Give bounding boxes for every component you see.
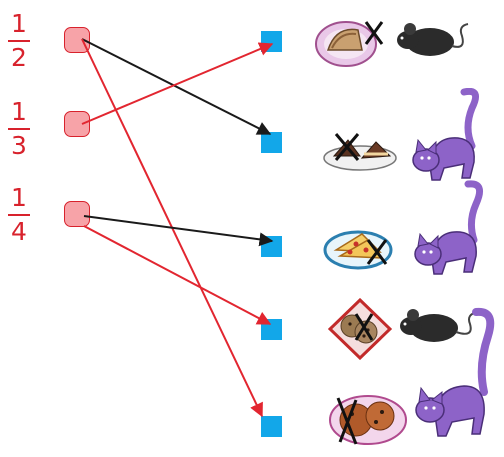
fraction-bar: [8, 40, 30, 42]
cat-icon: [414, 180, 484, 275]
cookies-plate-icon: [328, 298, 392, 360]
source-box-one-third[interactable]: [64, 111, 90, 137]
pie-plate-icon: [315, 21, 384, 67]
cat-icon: [415, 307, 495, 437]
target-box-row-2[interactable]: [261, 132, 282, 153]
pizza-plate-icon: [323, 230, 393, 270]
fraction-denominator: 4: [11, 217, 27, 246]
cookies-plate-icon: [329, 395, 407, 445]
fraction-one-quarter: 1 4: [2, 184, 36, 246]
cat-icon: [412, 88, 480, 181]
fraction-numerator: 1: [11, 183, 27, 212]
target-box-row-5[interactable]: [261, 416, 282, 437]
mouse-icon: [400, 309, 479, 342]
mouse-icon: [397, 23, 469, 56]
source-box-one-quarter[interactable]: [64, 201, 90, 227]
arrow-quarter-to-row-3: [83, 215, 274, 247]
fraction-one-third: 1 3: [2, 98, 36, 160]
arrow-quarter-to-row-4: [83, 225, 272, 325]
fraction-numerator: 1: [11, 97, 27, 126]
fraction-bar: [8, 128, 30, 130]
fraction-bar: [8, 214, 30, 216]
fraction-denominator: 3: [11, 131, 27, 160]
arrow-third-to-row-1: [81, 42, 274, 125]
fraction-denominator: 2: [11, 43, 27, 72]
cake-plate-icon: [323, 133, 397, 171]
arrow-half-to-row-2: [81, 38, 272, 135]
fraction-one-half: 1 2: [2, 10, 36, 72]
fraction-numerator: 1: [11, 9, 27, 38]
